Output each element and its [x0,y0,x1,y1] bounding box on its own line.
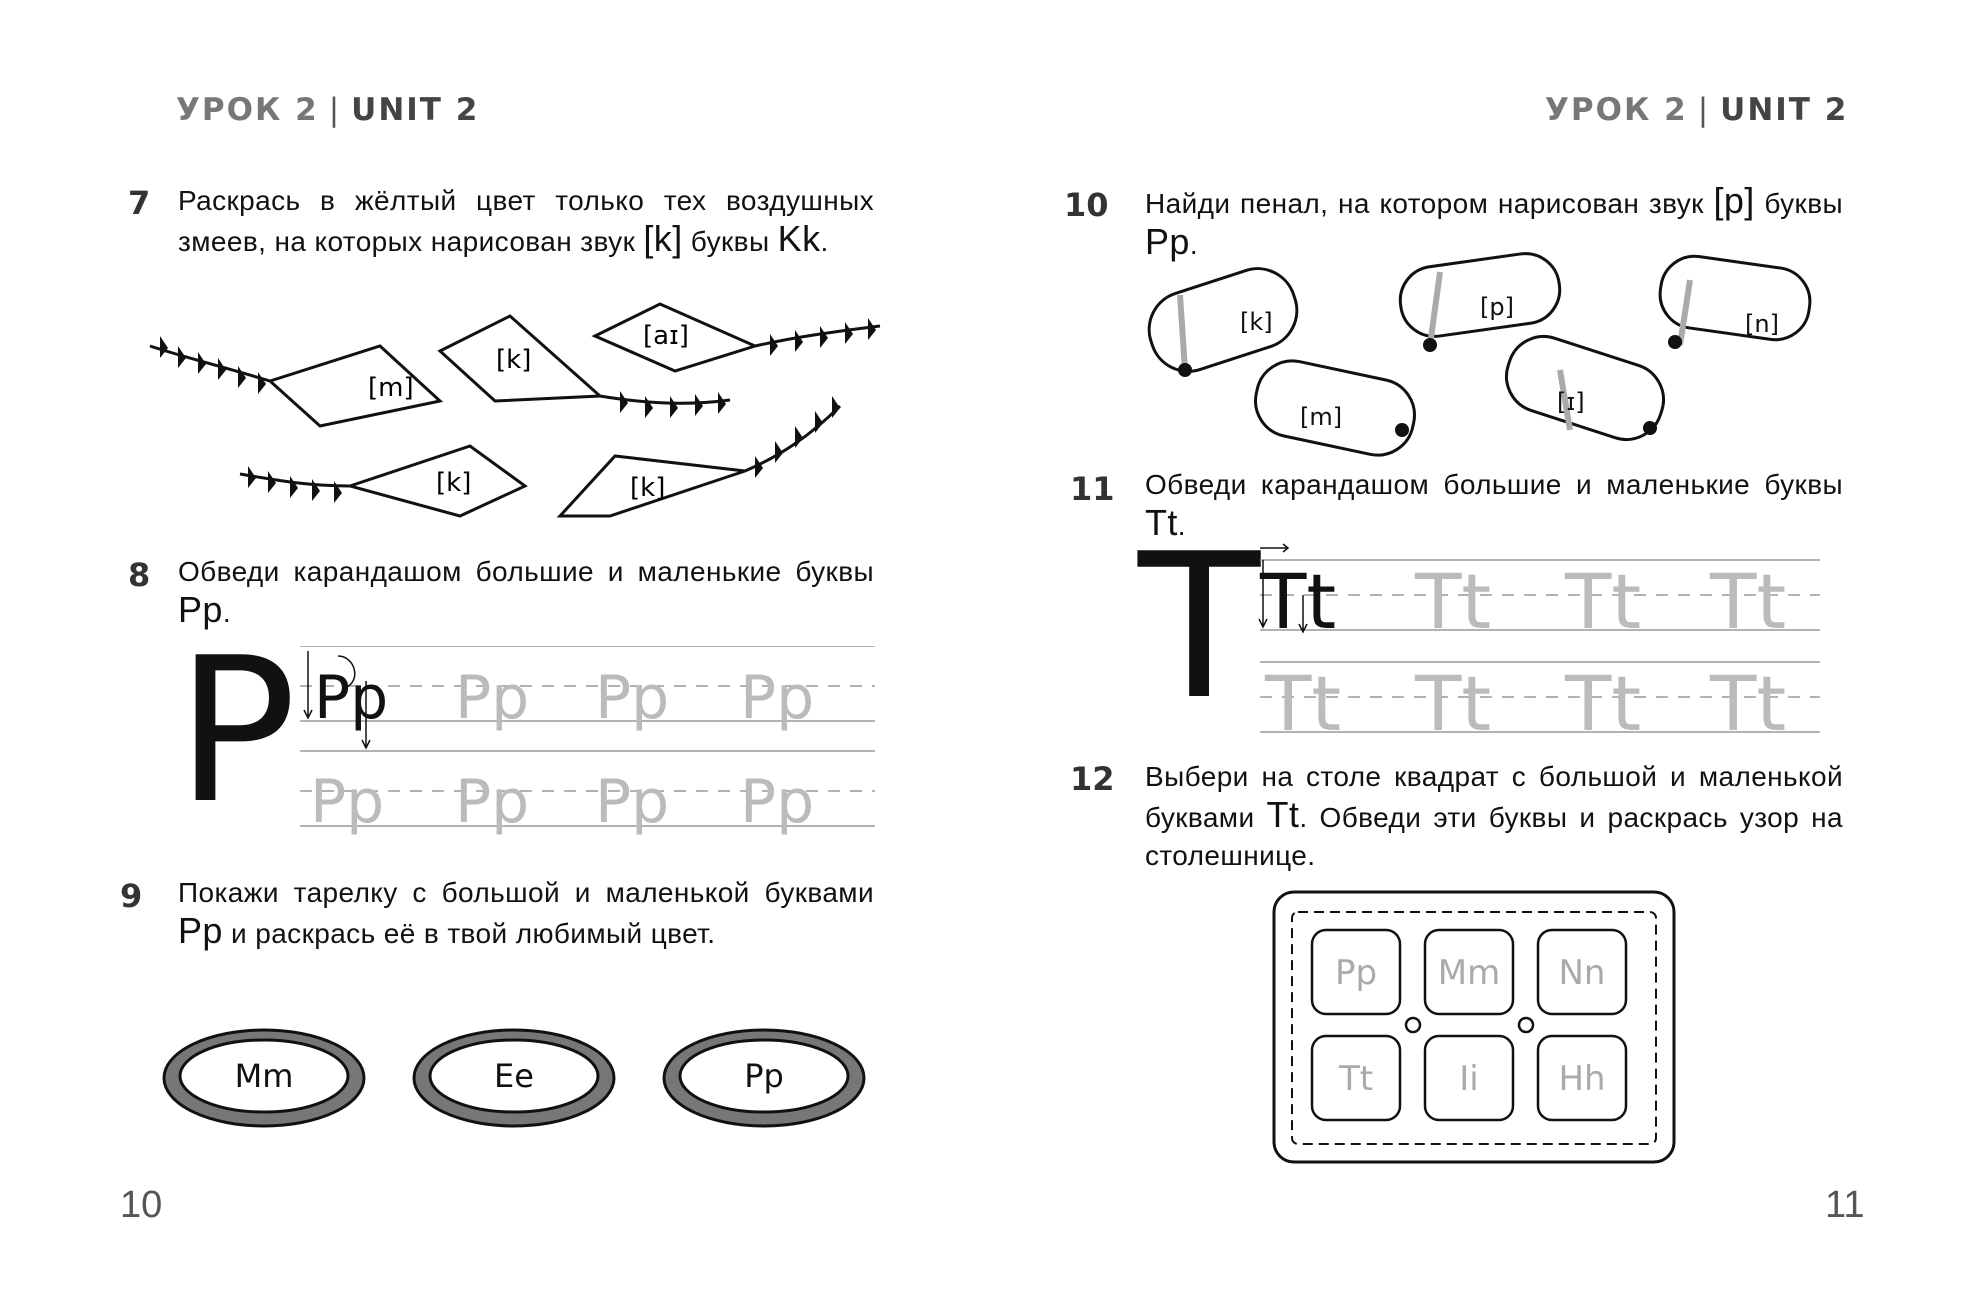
big-letter-P: P [176,615,297,848]
header-left: УРОК 2|UNIT 2 [176,92,480,128]
case-label: [k] [1240,308,1273,336]
trace-letters: Tt [1564,557,1641,646]
kite-label: [aɪ] [643,321,689,351]
task9-text: Покажи тарелку с большой и маленькой бук… [178,877,874,951]
task10-number: 10 [1064,186,1109,224]
sample-letters: Pp [314,663,388,733]
case-label: [ɪ] [1557,388,1585,416]
big-letter-T: T [1138,511,1261,744]
page-number-right: 11 [1825,1184,1865,1226]
task8-text: Обведи карандашом большие и маленькие бу… [178,556,874,630]
task11-text: Обведи карандашом большие и маленькие бу… [1145,469,1843,543]
kites-illustration: [m] [k] [aɪ] [k] [k] [149,302,881,518]
task7-text: Раскрась в жёлтый цвет только тех воз­ду… [178,185,874,259]
tile-label: Tt [1338,1059,1373,1099]
task8-number: 8 [128,556,151,594]
case-label: [n] [1745,310,1779,338]
trace-letters: Tt [1709,557,1786,646]
tile-label: Ii [1459,1059,1478,1099]
kite-label: [k] [496,345,531,375]
kite-label: [m] [368,373,414,403]
case-label: [m] [1300,403,1342,431]
task8-trace-lines: Pp Pp Pp Pp Pp Pp Pp Pp [300,646,875,837]
trace-letters: Pp [595,663,669,733]
trace-letters: Pp [310,767,384,837]
trace-letters: Pp [740,663,814,733]
task10-text: Найди пенал, на котором нарисован звук [… [1145,180,1843,262]
page-number-left: 10 [120,1184,163,1226]
task9-number: 9 [120,877,143,915]
trace-letters: Pp [455,767,529,837]
header-right: УРОК 2|UNIT 2 [1545,92,1849,128]
plate-label: Ee [494,1057,534,1095]
task12-text: Выбери на столе квадрат с большой и мале… [1145,761,1843,871]
sample-letters: Tt [1259,557,1336,646]
trace-letters: Tt [1414,659,1491,740]
plates-illustration: Mm Ee Pp [162,1028,866,1128]
kite-label: [k] [436,468,471,498]
trace-letters: Pp [740,767,814,837]
kite-label: [k] [630,473,665,503]
tile-label: Pp [1335,953,1377,993]
case-label: [p] [1480,293,1514,321]
trace-letters: Tt [1709,659,1786,740]
tile-label: Mm [1438,953,1500,993]
plate-label: Mm [235,1057,294,1095]
trace-letters: Pp [455,663,529,733]
table-illustration: Pp Mm Nn Tt Ii Hh [1272,890,1676,1164]
trace-letters: Tt [1414,557,1491,646]
task12-number: 12 [1070,760,1115,798]
task11-trace-lines: Tt Tt Tt Tt Tt Tt Tt Tt [1258,543,1820,740]
task11-number: 11 [1070,470,1115,508]
tile-label: Hh [1558,1059,1605,1099]
pencil-cases-illustration: [k] [p] [n] [m] [ɪ] [1147,252,1812,457]
trace-letters: Tt [1264,659,1341,740]
tile-label: Nn [1559,953,1606,993]
trace-letters: Tt [1564,659,1641,740]
trace-letters: Pp [595,767,669,837]
plate-label: Pp [744,1057,784,1095]
task7-number: 7 [128,184,151,222]
